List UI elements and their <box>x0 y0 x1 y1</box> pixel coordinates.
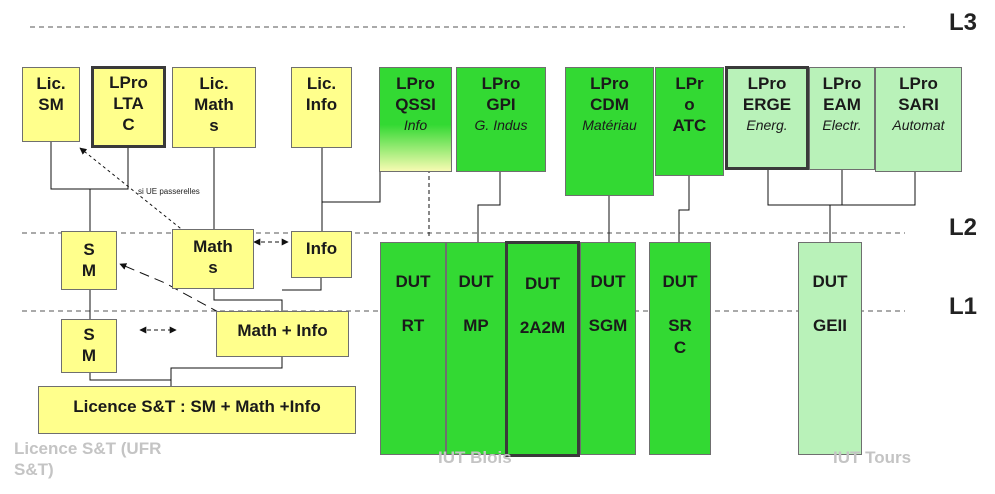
box-dut-src: DUT SR C <box>649 242 711 455</box>
box-line: s <box>209 116 219 135</box>
box-subtitle: Automat <box>892 117 945 133</box>
caption-line: S&T) <box>14 460 54 479</box>
box-line: RT <box>401 316 425 335</box>
box-line: GPI <box>486 95 516 114</box>
box-maths-l2: Math s <box>172 229 254 289</box>
box-line: LPro <box>109 73 148 92</box>
box-line: s <box>208 258 218 277</box>
box-licence-st: Licence S&T : SM + Math +Info <box>38 386 356 434</box>
box-line: QSSI <box>395 95 436 114</box>
box-lpro-erge: LPro ERGE Energ. <box>725 66 809 170</box>
box-line: Math <box>194 95 234 114</box>
caption-iut-blois: IUT Blois <box>438 448 512 467</box>
box-dut-2a2m: DUT 2A2M <box>505 241 580 457</box>
box-line: LPro <box>747 74 787 93</box>
dashed-connectors <box>79 145 433 334</box>
box-info-l2: Info <box>291 231 352 278</box>
box-sm-l1: S M <box>61 319 117 373</box>
box-lpro-eam: LPro EAM Electr. <box>809 67 875 170</box>
caption-licence-ufr: Licence S&T (UFR S&T) <box>14 438 161 480</box>
box-subtitle: Info <box>403 117 428 133</box>
box-line: LPro <box>481 74 521 93</box>
box-dut-mp: DUT MP <box>446 242 506 455</box>
box-lpro-cdm: LPro CDM Matériau <box>565 67 654 196</box>
level-l2-label: L2 <box>949 214 978 241</box>
box-line: Lic. <box>199 74 229 93</box>
box-lpro-qssi: LPro QSSI Info <box>379 67 452 172</box>
box-line: EAM <box>823 95 861 114</box>
box-subtitle: Energ. <box>746 117 788 133</box>
box-line: LPro <box>899 74 938 93</box>
box-line: LTA <box>113 94 144 113</box>
box-line: SR <box>668 316 692 335</box>
box-line: LPro <box>590 74 629 93</box>
box-line: DUT <box>458 272 494 291</box>
box-lic-sm: Lic. SM <box>22 67 80 142</box>
box-line: GEII <box>812 316 847 335</box>
box-line: Math + Info <box>237 321 328 340</box>
box-line: S <box>83 240 95 259</box>
box-lic-info: Lic. Info <box>291 67 352 148</box>
box-line: S <box>83 325 95 344</box>
box-lic-maths: Lic. Math s <box>172 67 256 148</box>
box-line: Lic. <box>36 74 66 93</box>
level-l1-label: L1 <box>949 293 978 320</box>
box-lpro-atc: LPr o ATC <box>655 67 724 176</box>
box-line: DUT <box>525 274 560 293</box>
box-math-info: Math + Info <box>216 311 349 357</box>
box-subtitle: Electr. <box>822 117 862 133</box>
box-line: MP <box>463 316 489 335</box>
box-subtitle: G. Indus <box>474 117 528 133</box>
box-line: C <box>122 115 135 134</box>
box-dut-rt: DUT RT <box>380 242 446 455</box>
box-lpro-sari: LPro SARI Automat <box>875 67 962 172</box>
box-line: Info <box>305 95 338 114</box>
box-line: 2A2M <box>519 318 566 337</box>
caption-line: Licence S&T (UFR <box>14 439 162 458</box>
box-line: DUT <box>662 272 698 291</box>
box-line: C <box>673 338 687 357</box>
box-line: Lic. <box>306 74 337 93</box>
passerelles-note: si UE passerelles <box>138 187 200 196</box>
box-line: Info <box>305 239 338 258</box>
box-line: DUT <box>395 272 431 291</box>
box-line: o <box>684 95 695 114</box>
box-line: LPr <box>675 74 704 93</box>
box-line: CDM <box>590 95 629 114</box>
box-line: LPro <box>396 74 435 93</box>
box-line: ERGE <box>742 95 792 114</box>
box-line: M <box>81 261 97 280</box>
box-lpro-ltac: LPro LTA C <box>91 66 166 148</box>
level-l3-label: L3 <box>949 9 978 36</box>
box-sm-l2: S M <box>61 231 117 290</box>
box-line: DUT <box>812 272 848 291</box>
box-line: SM <box>38 95 64 114</box>
solid-connectors <box>50 142 916 386</box>
box-line: M <box>81 346 97 365</box>
box-line: Licence S&T : SM + Math +Info <box>73 397 321 416</box>
box-line: SARI <box>898 95 939 114</box>
box-line: SGM <box>588 316 628 335</box>
box-dut-geii: DUT GEII <box>798 242 862 455</box>
box-lpro-gpi: LPro GPI G. Indus <box>456 67 546 172</box>
box-subtitle: Matériau <box>582 117 637 133</box>
box-line: ATC <box>672 116 707 135</box>
box-line: LPro <box>822 74 862 93</box>
box-line: DUT <box>590 272 626 291</box>
caption-iut-tours: IUT Tours <box>833 448 912 467</box>
box-line: Math <box>193 237 233 256</box>
box-dut-sgm: DUT SGM <box>580 242 636 455</box>
